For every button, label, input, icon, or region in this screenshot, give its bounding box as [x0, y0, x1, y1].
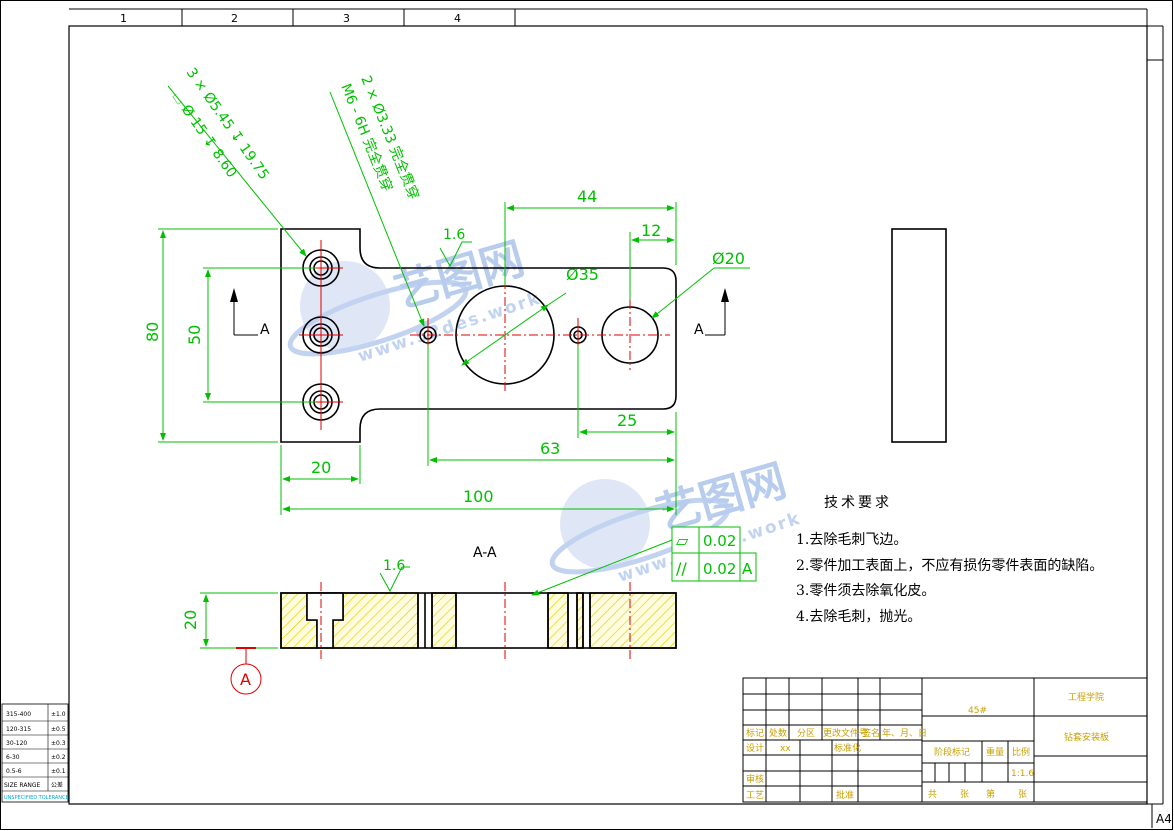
dim-63: 63: [540, 439, 560, 458]
title-block: [742, 677, 1148, 803]
title-scale-value: 1:1.6: [1011, 769, 1034, 779]
title-total-label: 共: [928, 789, 937, 800]
title-standard-label: 标准化: [834, 742, 861, 754]
title-label-mark: 标记: [746, 727, 764, 739]
datum-label: A: [240, 670, 251, 689]
section-view: [280, 582, 677, 660]
zone-label-1: 1: [120, 12, 127, 25]
size-row-5-tol: ±0.1: [51, 768, 66, 775]
dim-dia20: Ø20: [712, 249, 745, 268]
dim-25: 25: [617, 411, 637, 430]
zone-label-3: 3: [343, 12, 350, 25]
size-row-2-range: 120-315: [6, 726, 31, 733]
title-label-count: 处数: [769, 727, 787, 739]
zone-label-2: 2: [231, 12, 238, 25]
title-design-label: 设计: [746, 742, 764, 754]
requirement-item-3: 3.零件须去除氧化皮。: [796, 583, 935, 599]
dim-20-thickness: 20: [181, 610, 200, 630]
dim-44: 44: [577, 187, 597, 206]
dim-20-width: 20: [311, 458, 331, 477]
requirement-item-4: 4.去除毛刺，抛光。: [796, 609, 921, 625]
title-approve-label: 批准: [836, 789, 854, 801]
tolerance-value-2: 0.02: [703, 560, 736, 578]
size-row-4-tol: ±0.2: [51, 754, 66, 761]
title-page-label: 第: [986, 788, 995, 800]
title-label-zone: 分区: [797, 728, 815, 739]
section-marker-right: [705, 288, 729, 336]
sheet-size-label: A4: [1156, 812, 1172, 826]
callout-leaders: [167, 85, 425, 327]
requirement-item-1: 1.去除毛刺飞边。: [796, 532, 907, 548]
section-marker-right-label: A: [694, 322, 704, 338]
section-view-title: A-A: [473, 545, 497, 561]
dim-dia35: Ø35: [566, 265, 599, 284]
tolerance-value-1: 0.02: [703, 532, 736, 550]
title-material: 45#: [968, 706, 987, 716]
roughness-symbol-section: [379, 566, 410, 593]
size-row-2-tol: ±0.5: [51, 726, 66, 733]
title-sheet-label: 张: [1018, 789, 1027, 800]
section-marker-left: [230, 288, 258, 336]
title-designer: xx: [780, 744, 791, 754]
size-row-6-tol: 公差: [51, 781, 63, 789]
dimension-lines: [158, 202, 750, 649]
tolerance-symbol-1: ⏥: [676, 531, 689, 550]
title-stage-label: 阶段标记: [934, 746, 970, 758]
requirement-item-2: 2.零件加工表面上，不应有损伤零件表面的缺陷。: [796, 557, 1103, 574]
title-sheets-label: 张: [960, 789, 969, 800]
tolerance-frame: [531, 526, 757, 596]
roughness-symbol-top: [439, 241, 472, 268]
dim-50: 50: [185, 325, 204, 345]
roughness-value-top: 1.6: [443, 227, 465, 243]
roughness-value-section: 1.6: [383, 558, 405, 574]
title-scale-label: 比例: [1012, 746, 1030, 758]
size-table-footer: UNSPECIFIED TOLERANCE: [4, 795, 69, 801]
size-row-5-range: 0.5-6: [6, 768, 22, 775]
tolerance-symbol-2: //: [676, 559, 687, 578]
size-row-6-range: SIZE RANGE: [4, 782, 41, 789]
size-tolerance-table: [1, 703, 69, 803]
title-process-label: 工艺: [746, 790, 764, 801]
section-marker-left-label: A: [260, 322, 270, 338]
size-row-4-range: 6-30: [6, 754, 20, 761]
zone-label-4: 4: [454, 12, 461, 25]
title-label-date: 年、月、日: [882, 727, 927, 739]
size-row-3-tol: ±0.3: [51, 740, 66, 747]
dim-80: 80: [143, 322, 162, 342]
size-row-1-tol: ±1.0: [51, 711, 66, 718]
title-part-name: 钻套安装板: [1064, 731, 1109, 743]
plate-outline: [280, 228, 677, 443]
size-row-3-range: 30-120: [6, 740, 27, 747]
datum-symbol: [230, 647, 262, 695]
title-label-sign: 签名: [862, 727, 880, 739]
dim-12: 12: [641, 221, 661, 240]
requirements-title: 技术要求: [824, 495, 892, 511]
tolerance-datum: A: [742, 560, 753, 578]
title-weight-label: 重量: [986, 746, 1004, 758]
dim-100: 100: [463, 487, 494, 506]
title-review-label: 审核: [746, 773, 764, 785]
title-label-change: 更改文件号: [823, 727, 868, 739]
size-row-1-range: 315-400: [6, 711, 31, 718]
side-view-outline: [891, 228, 947, 443]
title-company: 工程学院: [1068, 691, 1104, 703]
